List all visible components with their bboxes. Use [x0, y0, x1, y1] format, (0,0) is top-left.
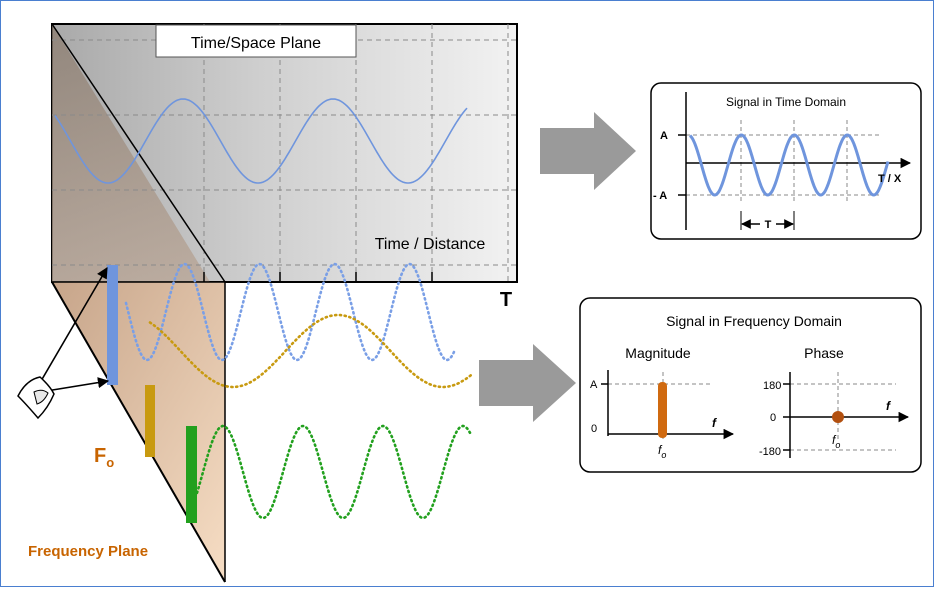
gold-bar — [145, 385, 155, 457]
time-ticks — [203, 272, 433, 282]
frequency-plane-title: Frequency Plane — [28, 543, 148, 560]
time-plane-grid — [52, 24, 517, 282]
time-axis-label: Time / Distance — [375, 236, 486, 253]
magnitude-a-label: A — [590, 379, 598, 391]
magnitude-f-axis: f — [712, 416, 717, 430]
frequency-domain-panel: Signal in Frequency Domain Magnitude A 0… — [579, 297, 922, 473]
green-dotted-wave — [195, 424, 472, 520]
time-domain-panel: Signal in Time Domain A - A T / X T — [650, 82, 922, 240]
fo-label: Fo — [94, 445, 114, 470]
magnitude-bar — [658, 382, 667, 438]
blue-dotted-wave — [124, 262, 456, 362]
magnitude-zero-label: 0 — [591, 423, 597, 435]
time-plane-title: Time/Space Plane — [191, 35, 321, 52]
phase-fo-label: fo — [832, 433, 840, 450]
phase-zero-label: 0 — [770, 412, 776, 424]
phase-title: Phase — [804, 345, 844, 361]
gold-dotted-wave — [148, 313, 473, 389]
phase-point — [832, 411, 844, 423]
frequency-plane: Fo Frequency Plane — [28, 262, 473, 583]
time-domain-x-label: T / X — [878, 173, 902, 185]
plane-overlap — [52, 24, 210, 282]
time-domain-panel-box — [650, 82, 922, 240]
time-domain-period: T — [765, 219, 772, 231]
arrow-to-frequency-domain — [479, 344, 576, 422]
magnitude-fo-label: fo — [658, 443, 666, 460]
period-label: T — [500, 289, 512, 311]
time-domain-title: Signal in Time Domain — [726, 95, 846, 109]
frequency-domain-title: Signal in Frequency Domain — [666, 313, 842, 329]
time-domain-wave — [688, 133, 890, 197]
phase-f-axis: f — [886, 399, 891, 413]
time-domain-pos-a: A — [660, 130, 668, 142]
green-bar — [186, 426, 197, 523]
time-plane-wave — [54, 98, 468, 184]
magnitude-title: Magnitude — [625, 345, 691, 361]
viewer-eye — [17, 267, 110, 420]
freq-plane-edge — [51, 281, 226, 583]
time-domain-neg-a: - A — [653, 190, 667, 202]
time-space-plane: Time/Space Plane Time / Distance T — [51, 23, 518, 311]
blue-bar — [107, 265, 118, 385]
time-plane-title-box — [155, 24, 357, 58]
arrow-to-time-domain — [540, 112, 636, 190]
phase-neg180-label: -180 — [759, 446, 781, 458]
phase-180-label: 180 — [763, 380, 781, 392]
sight-line-top — [33, 267, 108, 394]
